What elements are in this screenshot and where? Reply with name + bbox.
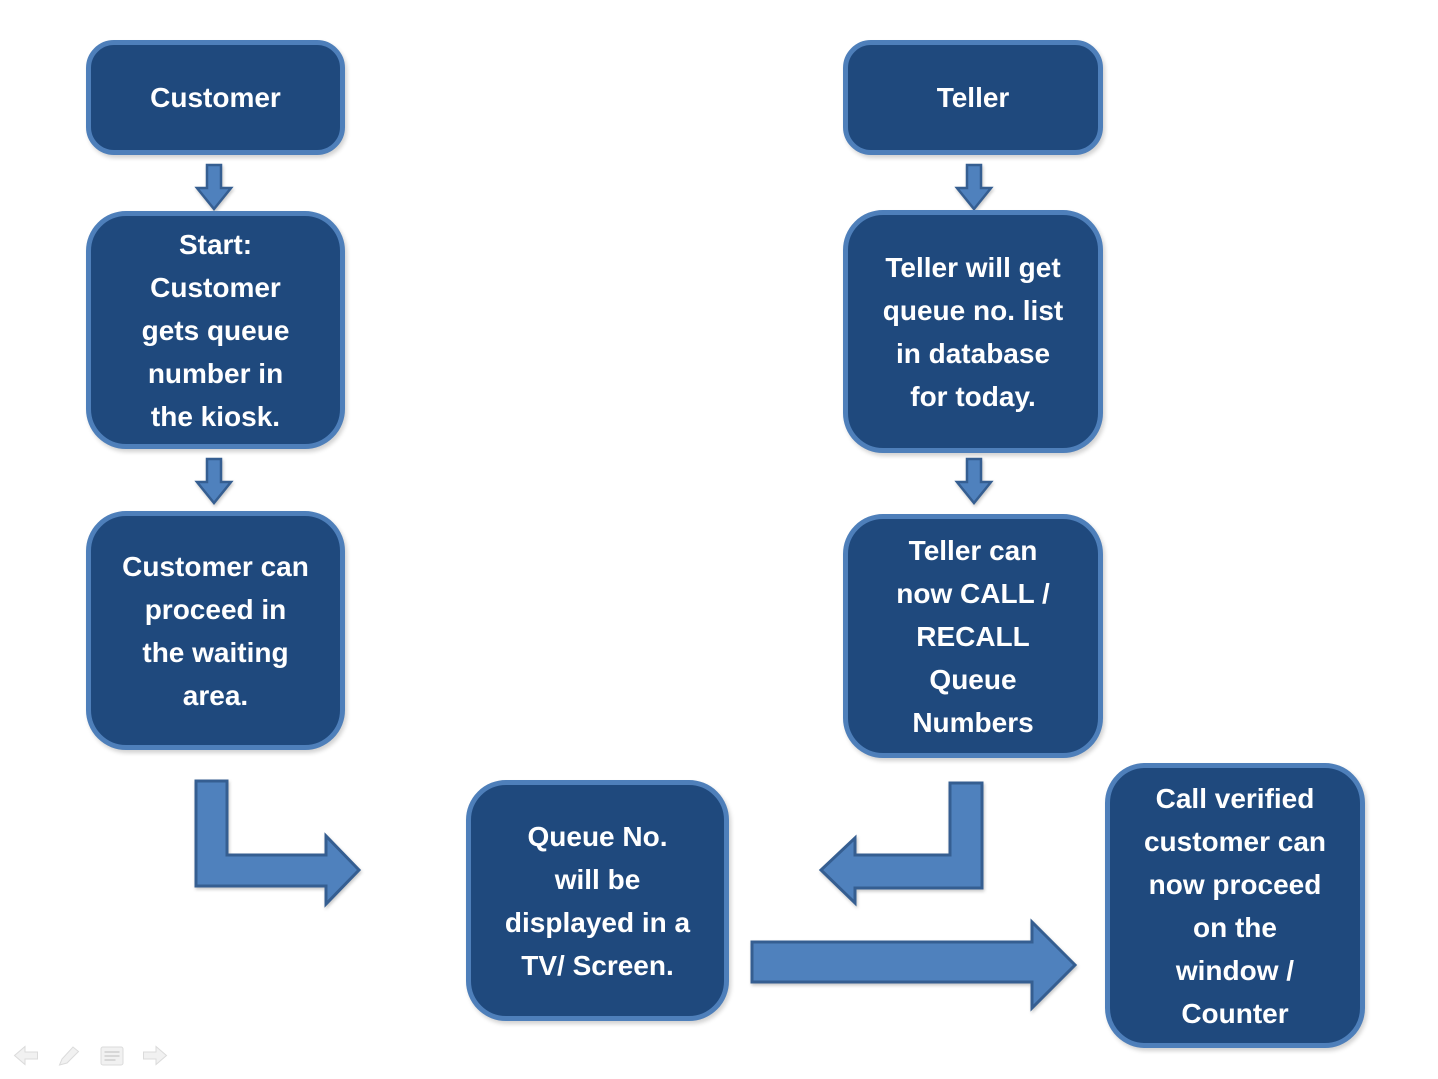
- flow-box-proceed-counter: Call verified customer can now proceed o…: [1105, 763, 1365, 1048]
- arrow-down-icon: [954, 457, 994, 505]
- flow-box-waiting-area-label: Customer can proceed in the waiting area…: [122, 550, 309, 711]
- slide-menu-icon[interactable]: [99, 1042, 125, 1069]
- flow-box-customer-label: Customer: [150, 82, 281, 113]
- arrow-down-icon: [954, 163, 994, 211]
- flow-box-call-recall: Teller can now CALL / RECALL Queue Numbe…: [843, 514, 1103, 758]
- flow-box-queue-display-label: Queue No. will be displayed in a TV/ Scr…: [504, 820, 691, 981]
- arrow-bent-left-icon: [818, 781, 984, 907]
- flow-box-customer: Customer: [86, 40, 345, 155]
- flow-box-waiting-area: Customer can proceed in the waiting area…: [86, 511, 345, 750]
- flow-box-proceed-counter-label: Call verified customer can now proceed o…: [1143, 782, 1327, 1029]
- arrow-down-icon: [194, 163, 234, 211]
- flow-box-teller-label: Teller: [936, 82, 1010, 113]
- arrow-down-icon: [194, 457, 234, 505]
- arrow-bent-right-icon: [194, 779, 362, 908]
- arrow-right-icon: [750, 918, 1078, 1012]
- flow-box-get-queue-list-label: Teller will get queue no. list in databa…: [882, 251, 1064, 412]
- flow-box-queue-display: Queue No. will be displayed in a TV/ Scr…: [466, 780, 729, 1021]
- flow-box-call-recall-label: Teller can now CALL / RECALL Queue Numbe…: [896, 534, 1050, 738]
- flow-box-get-queue-list: Teller will get queue no. list in databa…: [843, 210, 1103, 453]
- flow-box-start-kiosk: Start: Customer gets queue number in the…: [86, 211, 345, 449]
- presenter-toolbar: [13, 1042, 168, 1069]
- flow-box-start-kiosk-label: Start: Customer gets queue number in the…: [141, 228, 290, 432]
- previous-slide-icon[interactable]: [13, 1042, 39, 1069]
- next-slide-icon[interactable]: [142, 1042, 168, 1069]
- flow-box-teller: Teller: [843, 40, 1103, 155]
- pen-icon[interactable]: [56, 1042, 82, 1069]
